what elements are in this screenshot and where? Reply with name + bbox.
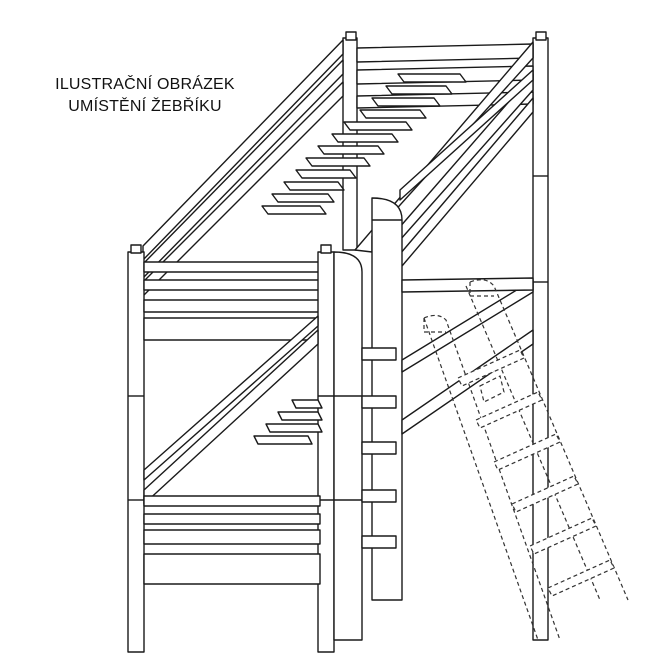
upper-left-rails — [142, 39, 344, 297]
upper-right-rails — [354, 41, 534, 267]
illustration-caption: ILUSTRAČNÍ OBRÁZEK UMÍSTĚNÍ ŽEBŘÍKU — [30, 74, 260, 118]
mounted-ladder — [361, 197, 403, 601]
caption-line-1: ILUSTRAČNÍ OBRÁZEK — [55, 76, 235, 93]
front-right-post — [317, 244, 363, 653]
front-left-post — [127, 244, 145, 653]
upper-slats — [261, 73, 467, 215]
caption-line-2: UMÍSTĚNÍ ŽEBŘÍKU — [68, 98, 222, 115]
front-upper-end — [143, 261, 321, 341]
back-upper-frame — [342, 31, 549, 641]
alternative-ladder-dashed — [423, 279, 629, 641]
